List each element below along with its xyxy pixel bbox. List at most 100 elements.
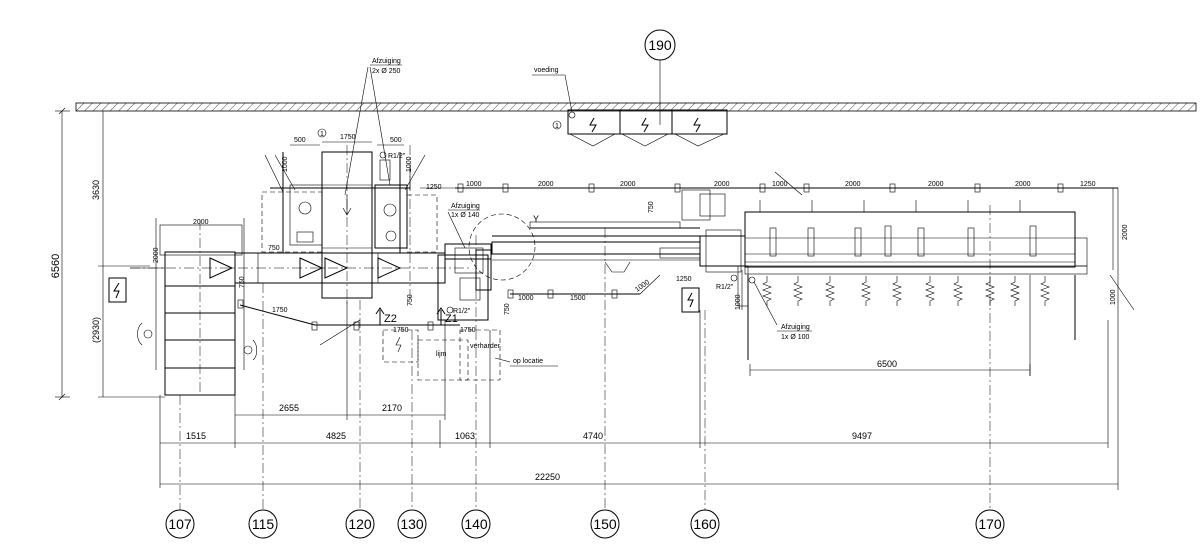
- afzuiging-top-label: Afzuiging: [372, 58, 401, 65]
- dim-750r: 750: [504, 303, 511, 315]
- infeed-table-107: [130, 218, 258, 396]
- dim-750c: 750: [407, 294, 414, 306]
- balloon-107-label: 107: [168, 516, 192, 532]
- rail-dim-8: 1250: [1080, 181, 1096, 188]
- dim-1750c: 1750: [393, 327, 409, 334]
- balloon-107: 107: [165, 509, 195, 539]
- dim-total: 22250: [160, 320, 1119, 490]
- afzuiging-top-spec: 2x Ø 250: [372, 68, 401, 75]
- rail-dim-6: 2000: [928, 181, 944, 188]
- dim-750b: 750: [239, 276, 246, 288]
- afzuiging-mid-label: Afzuiging: [451, 203, 480, 210]
- balloon-190-label: 190: [648, 37, 672, 53]
- dim-row-2: 1515 4825 1063 4740 9497: [159, 310, 1109, 488]
- callout-afzuiging-right: Afzuiging 1x Ø 100: [748, 276, 812, 341]
- rail-dim-7: 2000: [1015, 181, 1031, 188]
- dim-2000b: 2000: [153, 247, 160, 263]
- height-label-lower: (2930): [91, 317, 101, 343]
- dim-4825: 4825: [326, 431, 346, 441]
- balloon-150: 150: [590, 509, 620, 539]
- clamp-carrier-170: [744, 200, 1088, 510]
- dim-500a: 500: [294, 137, 306, 144]
- dims-around-120: 1750 500 500 1000 1000 1250 750 2000 200…: [153, 134, 476, 334]
- balloon-130-label: 130: [400, 516, 424, 532]
- balloon-160-label: 160: [693, 516, 717, 532]
- balloon-130: 130: [397, 509, 427, 539]
- area-z1-z2: Z2 Z1 lijm verharder op locatie R1/2": [375, 247, 558, 381]
- fence-middle-lower: 1000 1500 1000 1250 750: [504, 274, 700, 315]
- frame-lines-120: [264, 152, 426, 253]
- dim-6500: 6500: [749, 275, 1031, 376]
- conveyor-115-130: [130, 252, 470, 284]
- op-locatie-label: op locatie: [513, 358, 543, 365]
- dim-6500-label: 6500: [877, 359, 897, 369]
- height-label-total: 6560: [50, 254, 62, 278]
- afzuiging-right-spec: 1x Ø 100: [781, 334, 810, 341]
- dim-total-label: 22250: [535, 472, 560, 482]
- dim-500b: 500: [390, 137, 402, 144]
- balloon-190: 190: [644, 29, 676, 61]
- dim-1000r: 1000: [1110, 289, 1117, 305]
- dim-2000a: 2000: [193, 219, 209, 226]
- dim-1000e: 1000: [735, 294, 742, 310]
- dim-1515: 1515: [186, 431, 206, 441]
- fence-right: 1000: [1109, 188, 1135, 320]
- z2-label: Z2: [384, 313, 397, 325]
- r12c-label: R1/2": [716, 284, 734, 291]
- height-dimension-total: 6560: [50, 107, 70, 401]
- y-label: Y: [533, 214, 539, 224]
- dim-4740: 4740: [583, 431, 603, 441]
- station-140: Y Afzuiging 1x Ø 140: [444, 203, 539, 330]
- dim-1250a: 1250: [426, 184, 442, 191]
- balloon-150-label: 150: [593, 516, 617, 532]
- z1-label: Z1: [445, 313, 458, 325]
- rail-dim-1: 2000: [538, 181, 554, 188]
- dim-2170: 2170: [382, 403, 402, 413]
- balloon-170: 170: [975, 509, 1005, 539]
- dim-1063: 1063: [455, 431, 475, 441]
- verharder-label: verharder: [470, 343, 501, 350]
- dim-1750b: 1750: [272, 307, 288, 314]
- machine-120: [261, 145, 373, 305]
- voeding-label: voeding: [534, 67, 559, 74]
- table-150: [491, 189, 726, 510]
- dim-750d: 750: [648, 201, 655, 213]
- r12a-label: R1/2": [388, 153, 406, 160]
- balloon-120: 120: [345, 509, 375, 539]
- rail-dim-4: 1000: [772, 181, 788, 188]
- balloon-140-label: 140: [464, 516, 488, 532]
- r12b-label: R1/2": [453, 308, 471, 315]
- balloon-115: 115: [248, 509, 278, 539]
- transfer-160: R1/2" 1000: [699, 229, 749, 310]
- dim-9497: 9497: [852, 431, 872, 441]
- balloon-140: 140: [461, 509, 491, 539]
- rail-dim-0: 1000: [466, 181, 482, 188]
- dim-1250b: 1250: [676, 276, 692, 283]
- height-dimension-upper: 3630 (2930): [91, 111, 165, 398]
- fence-left-lower: [237, 299, 460, 346]
- dim-1750a: 1750: [340, 134, 356, 141]
- afzuiging-right-label: Afzuiging: [781, 324, 810, 331]
- callout-afzuiging-top: Afzuiging 2x Ø 250 1 R1/2": [317, 58, 406, 196]
- height-label-upper: 3630: [91, 180, 101, 200]
- dim-2000r: 2000: [1122, 224, 1129, 240]
- balloon-160: 160: [690, 509, 720, 539]
- balloon-120-label: 120: [348, 516, 372, 532]
- rail-dim-3: 2000: [714, 181, 730, 188]
- dim-1000c: 1000: [518, 295, 534, 302]
- afzuiging-mid-spec: 1x Ø 140: [451, 212, 480, 219]
- dim-1000b: 1000: [406, 156, 413, 172]
- balloon-170-label: 170: [978, 516, 1002, 532]
- electric-box-left: [108, 277, 127, 303]
- lijm-label: lijm: [436, 351, 447, 358]
- balloon-leaders: [179, 283, 706, 510]
- dim-1000a: 1000: [282, 156, 289, 172]
- dim-1750d: 1750: [460, 327, 476, 334]
- circle-1b-label: 1: [555, 123, 559, 130]
- circle-1a-label: 1: [320, 131, 324, 138]
- balloon-115-label: 115: [252, 516, 275, 532]
- rail-dim-2: 2000: [620, 181, 636, 188]
- top-rail-fence: 1000 2000 2000 2000 1000 2000 2000 2000 …: [420, 171, 1129, 310]
- dim-2655: 2655: [279, 403, 299, 413]
